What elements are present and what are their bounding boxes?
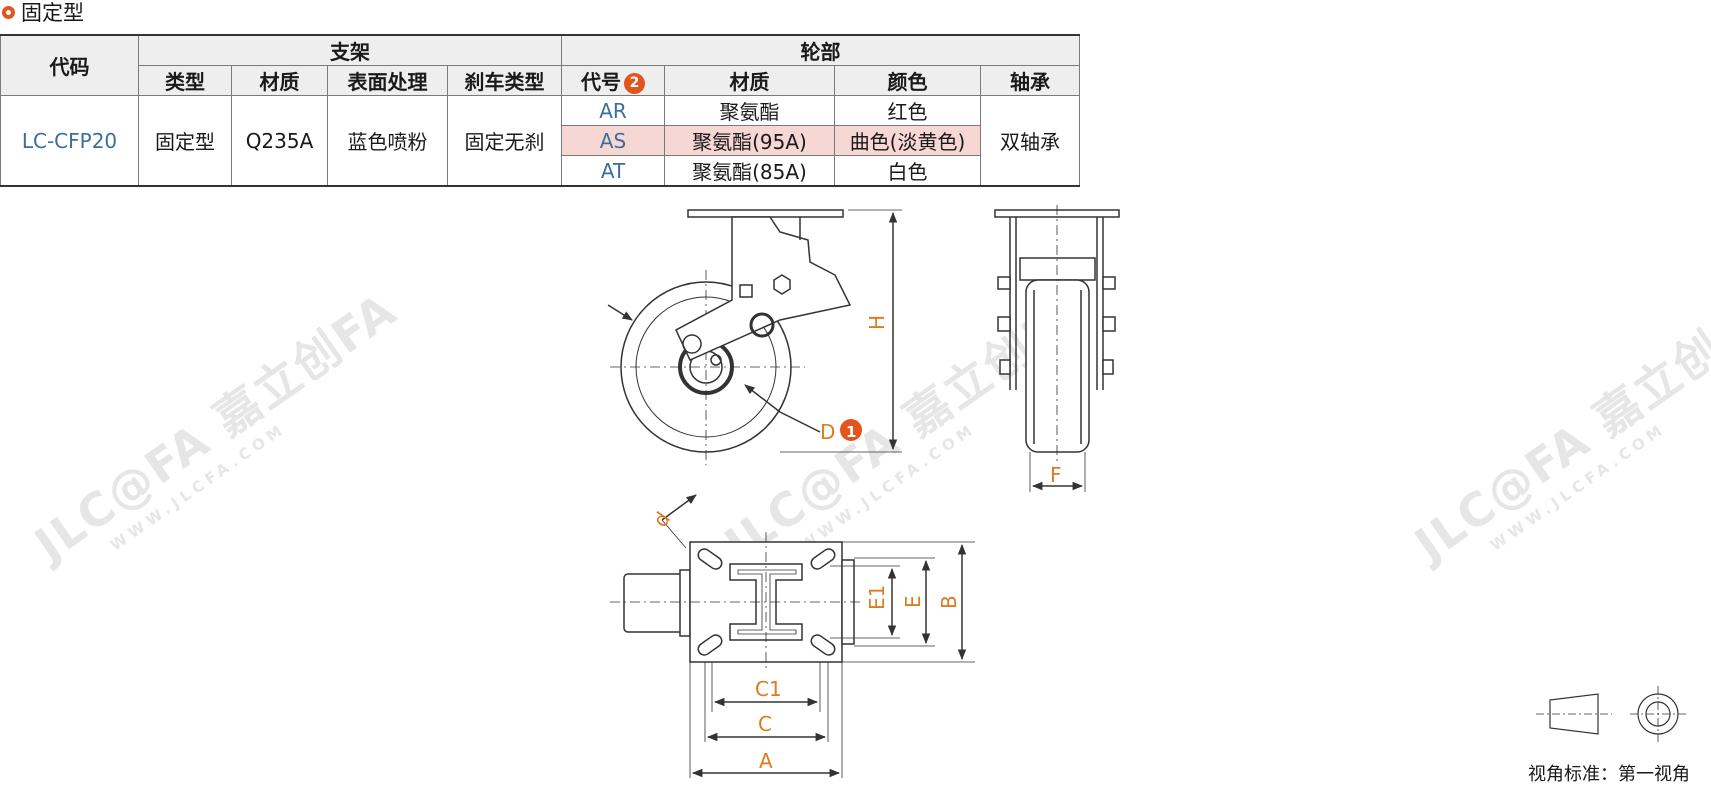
cell-surface: 蓝色喷粉 <box>327 95 448 187</box>
subheader-bearing: 轴承 <box>980 65 1080 96</box>
cell-wheel-color: 白色 <box>834 155 981 187</box>
cell-material: Q235A <box>231 95 328 187</box>
dim-e1-label: E1 <box>865 585 889 610</box>
section-title-text: 固定型 <box>21 1 84 25</box>
badge-2: 2 <box>624 73 645 94</box>
dim-c-label: C <box>758 712 772 736</box>
dim-h-label: H <box>865 315 889 330</box>
cell-wheel-material: 聚氨酯 <box>664 95 835 126</box>
dim-b-label: B <box>937 595 961 609</box>
subheader-type: 类型 <box>138 65 232 96</box>
dim-d-label: D <box>820 420 835 444</box>
top-view <box>610 494 975 778</box>
cell-wheel-code: AT <box>561 155 665 187</box>
subheader-wheel-material: 材质 <box>664 65 835 96</box>
subheader-brake: 刹车类型 <box>447 65 562 96</box>
projection-symbol-icon <box>1536 686 1688 744</box>
subheader-material: 材质 <box>231 65 328 96</box>
dim-f-label: F <box>1050 463 1062 487</box>
dimension-labels: H D F d E1 E B C1 C A <box>648 315 1061 773</box>
badge-1-text: 1 <box>846 423 856 441</box>
badge-1-circle <box>840 419 862 441</box>
side-view <box>607 209 902 465</box>
dim-c1-label: C1 <box>755 677 782 701</box>
cell-wheel-code: AS <box>561 125 665 156</box>
header-bracket: 支架 <box>138 34 562 66</box>
subheader-wheel-code-label: 代号 <box>581 70 621 94</box>
cell-wheel-color: 曲色(淡黄色) <box>834 125 981 156</box>
cell-wheel-material: 聚氨酯(95A) <box>664 125 835 156</box>
cell-type: 固定型 <box>138 95 232 187</box>
header-wheel: 轮部 <box>561 34 1080 66</box>
cell-product-code: LC-CFP20 <box>0 95 139 187</box>
header-code: 代码 <box>0 34 139 96</box>
subheader-color: 颜色 <box>834 65 981 96</box>
front-view <box>994 205 1120 492</box>
dim-d-small-label: d <box>648 507 675 531</box>
view-standard-label: 视角标准：第一视角 <box>1528 764 1690 785</box>
cell-brake: 固定无刹 <box>447 95 562 187</box>
circle-bullet-icon <box>2 5 15 19</box>
cell-bearing: 双轴承 <box>980 95 1080 187</box>
cell-wheel-material: 聚氨酯(85A) <box>664 155 835 187</box>
dim-a-label: A <box>759 749 773 773</box>
dim-e-label: E <box>901 595 925 608</box>
section-title: 固定型 <box>2 0 84 25</box>
